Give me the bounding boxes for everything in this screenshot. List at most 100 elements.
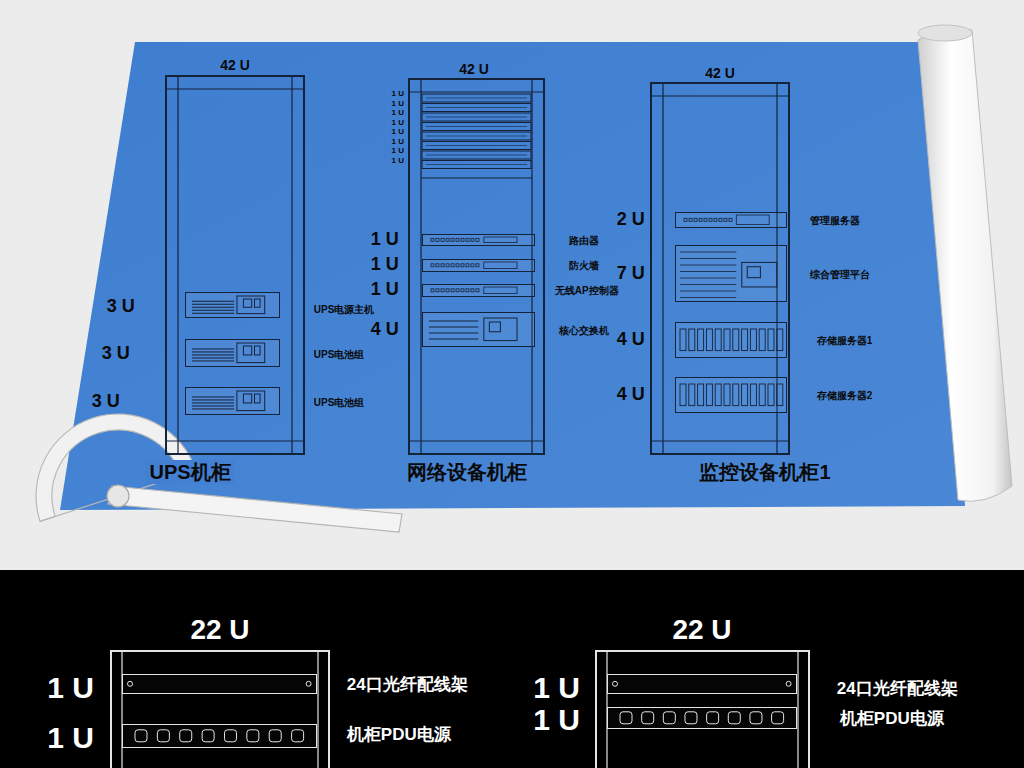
outlet [642, 712, 654, 724]
unit-height: 1 U [371, 255, 399, 275]
detail-rect [456, 264, 459, 267]
screw [128, 681, 133, 686]
detail-line [797, 652, 798, 768]
outlet [269, 730, 281, 742]
rack-device: 3 UUPS电源主机 [185, 292, 280, 318]
detail-rect [436, 238, 439, 241]
detail-rect [237, 391, 265, 411]
equipment-detail [123, 675, 316, 693]
detail-rect [759, 329, 765, 351]
equipment-detail [423, 285, 534, 296]
outlet [202, 730, 214, 742]
detail-rect [489, 322, 500, 332]
detail-line [426, 117, 527, 118]
unit-height: 4 U [617, 385, 645, 405]
detail-rect [484, 262, 517, 269]
detail-rect [422, 151, 531, 159]
unit-height: 4 U [617, 330, 645, 350]
outlet [135, 730, 147, 742]
device-name: 路由器 [569, 234, 599, 245]
detail-rect [759, 384, 765, 406]
gray-ground [0, 0, 1024, 570]
rack-device: 4 U存储服务器1 [675, 322, 787, 358]
detail-line [192, 405, 234, 406]
detail-rect [441, 289, 444, 292]
detail-line [192, 354, 234, 355]
detail-rect [422, 161, 531, 169]
unit-height: 3 U [102, 344, 130, 364]
detail-rect [461, 238, 464, 241]
protractor-arm [108, 486, 402, 532]
detail-rect [471, 289, 474, 292]
detail-rect [466, 289, 469, 292]
unit-label: 1 U [392, 157, 404, 165]
screw [613, 681, 618, 686]
detail-rect [724, 218, 727, 221]
detail-line [121, 652, 122, 768]
detail-line [429, 339, 478, 340]
outlet [292, 730, 304, 742]
detail-line [177, 77, 178, 453]
detail-line [410, 92, 543, 93]
equipment-detail [676, 246, 786, 301]
detail-line [192, 408, 234, 409]
unit-height: 1 U [47, 670, 94, 703]
device-name: UPS电池组 [314, 396, 365, 407]
rack-device: 1 U防火墙 [422, 259, 535, 272]
device-name: 防火墙 [569, 259, 599, 270]
rack-device: 3 UUPS电池组 [185, 339, 280, 367]
detail-line [192, 301, 234, 302]
detail-line [192, 307, 234, 308]
equipment-detail [608, 708, 796, 728]
device-name: UPS电池组 [314, 348, 365, 359]
detail-rect [706, 329, 712, 351]
detail-rect [456, 289, 459, 292]
detail-rect [729, 218, 732, 221]
outlet [224, 730, 236, 742]
detail-rect [431, 289, 434, 292]
detail-rect [446, 264, 449, 267]
detail-rect [461, 264, 464, 267]
outlet [772, 712, 784, 724]
detail-rect [689, 384, 695, 406]
blueprint-sheet [60, 42, 965, 510]
device-name: 无线AP控制器 [555, 284, 619, 295]
detail-rect [715, 384, 721, 406]
rack-device: 3 UUPS电池组 [185, 387, 280, 415]
detail-rect [698, 329, 704, 351]
detail-rect [422, 94, 531, 102]
unit-label: 1 U [392, 138, 404, 146]
unit-height: 1 U [533, 670, 580, 703]
detail-rect [255, 346, 261, 355]
rack-cabinet: 42 U网络设备机柜1 U路由器1 U防火墙1 U无线AP控制器4 U核心交换机 [408, 78, 545, 455]
device-name: 24口光纤配线架 [837, 679, 958, 698]
rack-cabinet: 42 U监控设备机柜12 U管理服务器7 U综合管理平台4 U存储服务器14 U… [650, 82, 790, 455]
detail-line [192, 396, 234, 397]
device-name: 机柜PDU电源 [347, 725, 451, 744]
equipment-detail [186, 340, 279, 366]
detail-line [426, 107, 527, 108]
screw [786, 681, 791, 686]
unit-height: 1 U [47, 720, 94, 753]
detail-rect [476, 289, 479, 292]
detail-rect [698, 384, 704, 406]
detail-line [192, 399, 234, 400]
device-name: 存储服务器2 [817, 389, 873, 400]
detail-rect [484, 237, 517, 243]
detail-rect [706, 384, 712, 406]
detail-rect [699, 218, 702, 221]
outlet [620, 712, 632, 724]
detail-rect [724, 384, 730, 406]
detail-rect [484, 287, 517, 294]
rack-device: 7 U综合管理平台 [675, 245, 787, 302]
detail-rect [237, 343, 265, 363]
detail-line [421, 178, 532, 179]
roll-end [918, 25, 972, 41]
device-name: 机柜PDU电源 [840, 709, 944, 728]
unit-label: 1 U [392, 147, 404, 155]
detail-line [167, 441, 303, 442]
detail-rect [768, 329, 774, 351]
detail-line [652, 96, 788, 97]
detail-rect [255, 299, 261, 307]
detail-rect [484, 318, 517, 341]
